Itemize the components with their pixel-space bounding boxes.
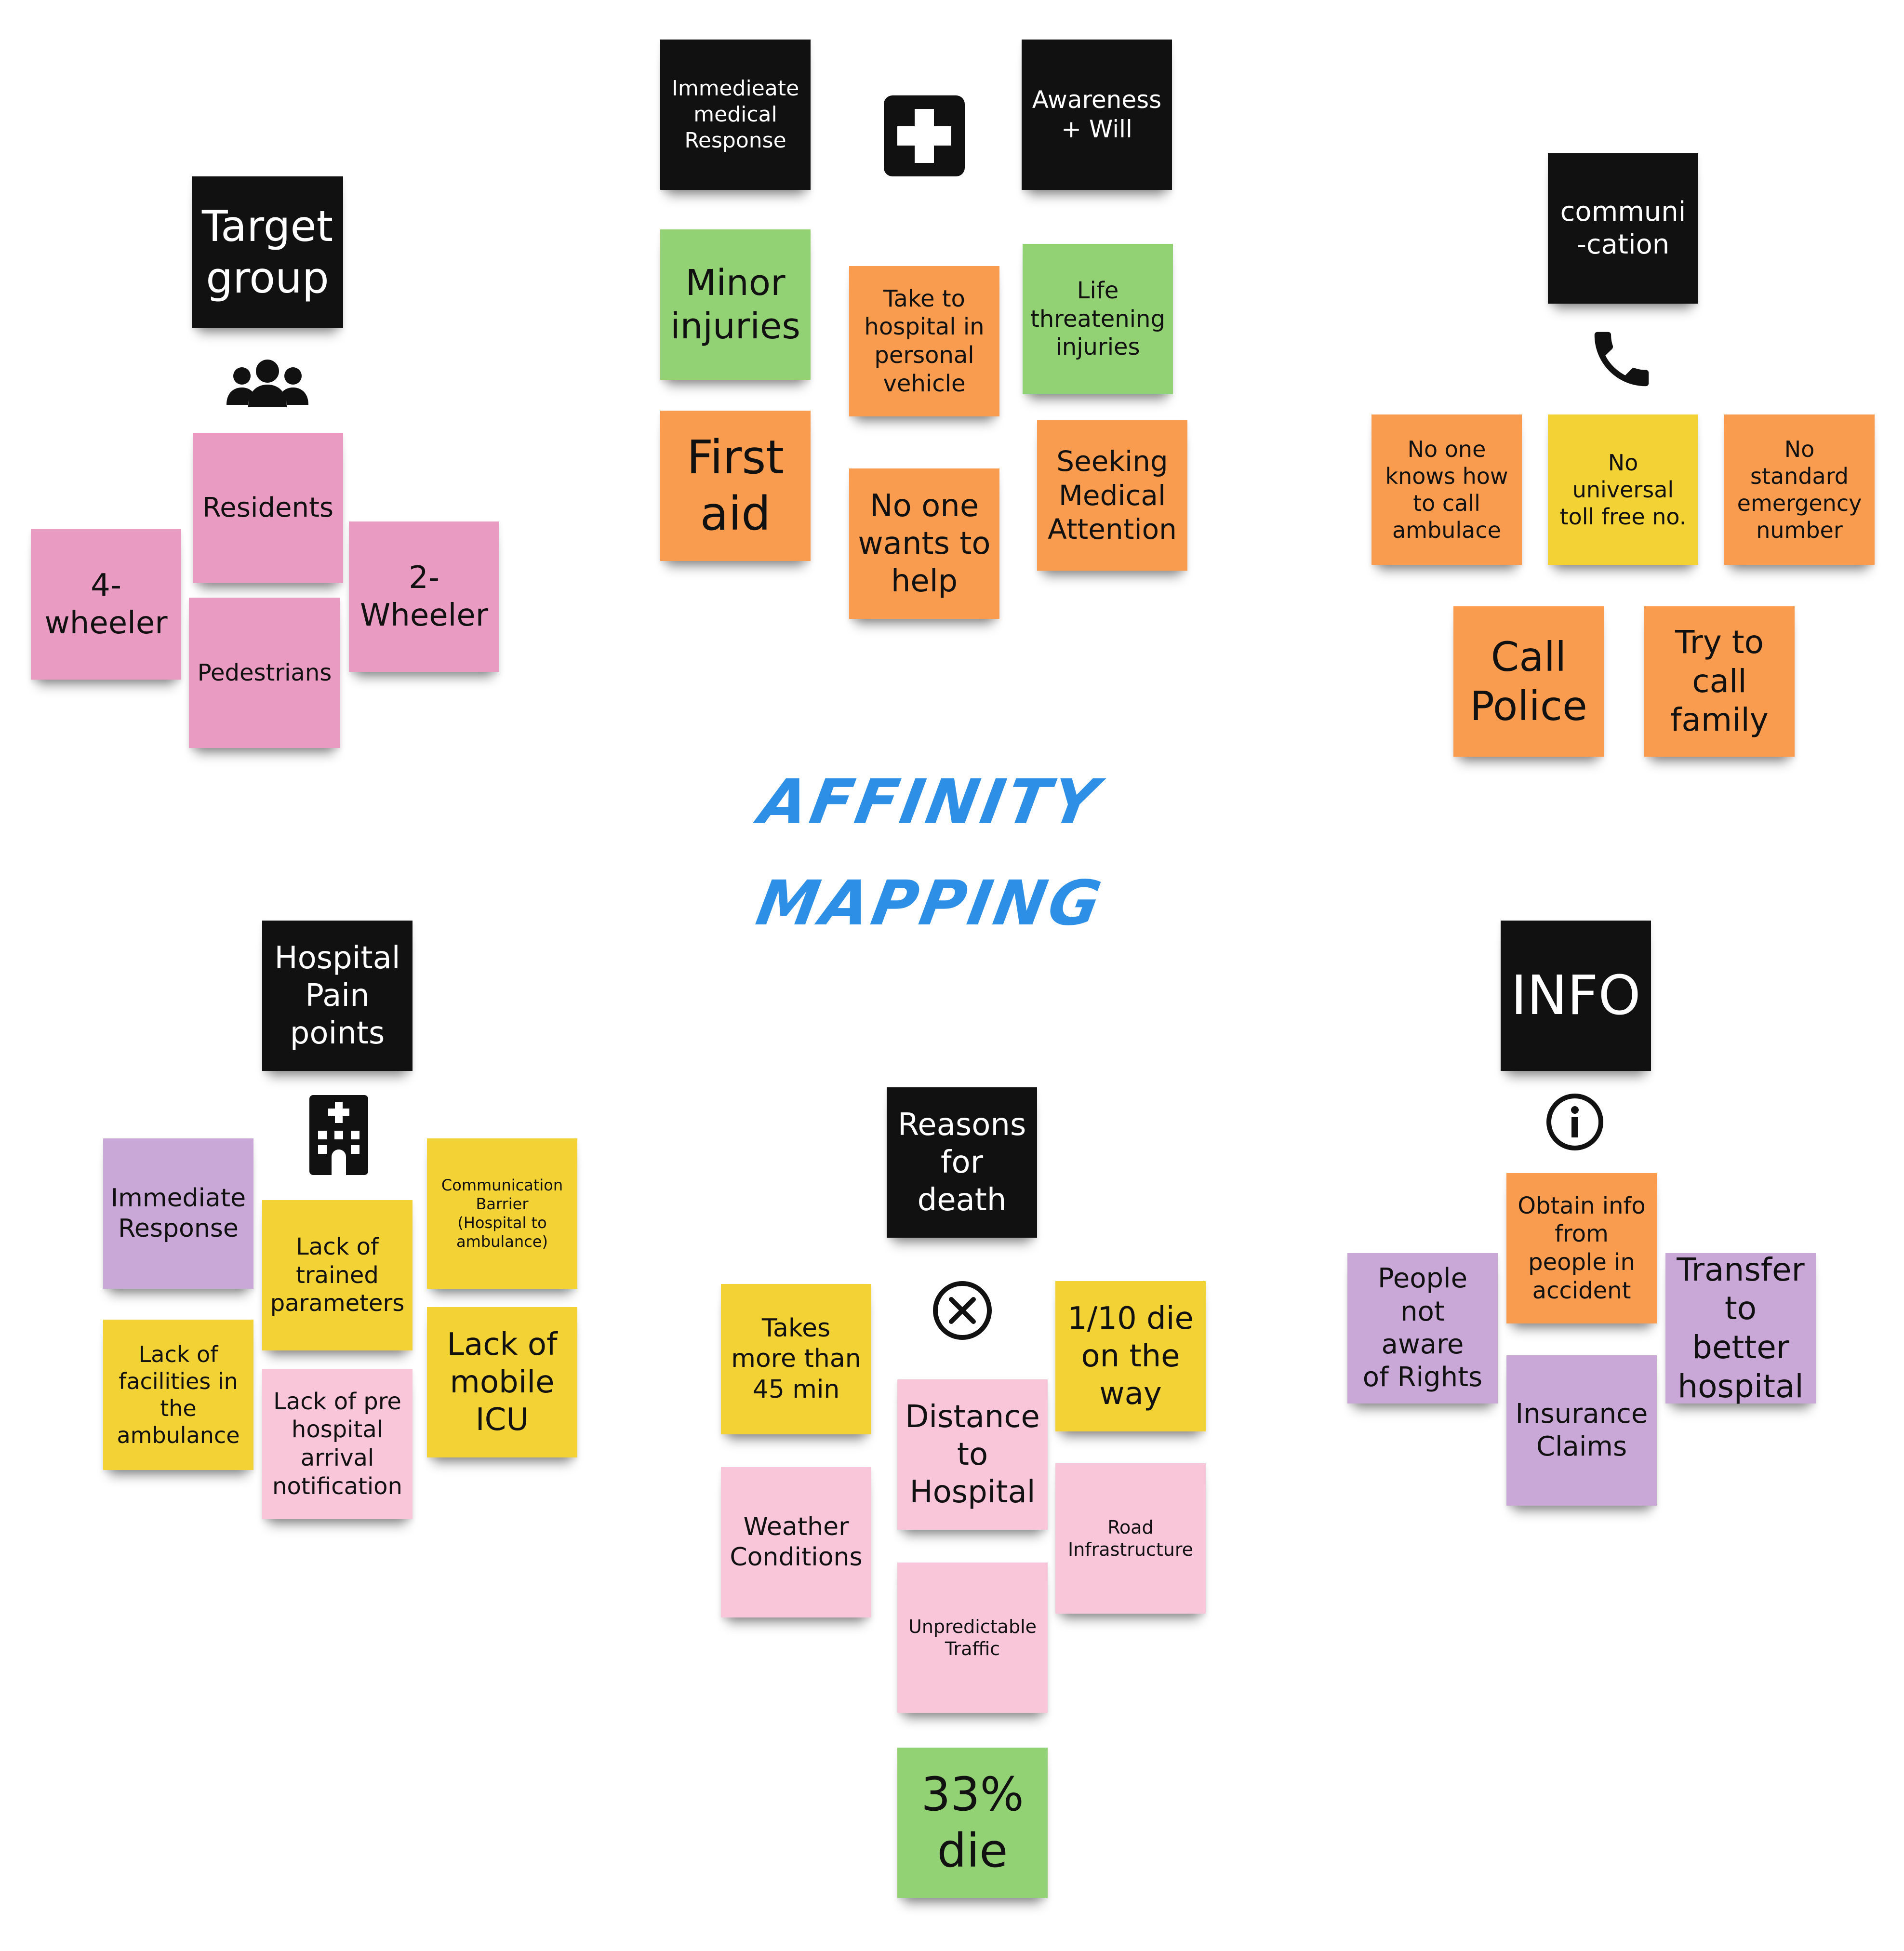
note-try-to-call-family: Try to call family — [1644, 606, 1795, 757]
note-one-tenth-die-on-the-way: 1/10 die on the way — [1055, 1281, 1206, 1431]
note-people-not-aware-of-rights: People not aware of Rights — [1347, 1253, 1498, 1403]
note-first-aid: First aid — [660, 411, 811, 561]
immediate-medical-response-header: Immedieate medical Response — [660, 40, 811, 190]
note-transfer-to-better-hospital: Transfer to better hospital — [1665, 1251, 1816, 1405]
note-weather-conditions: Weather Conditions — [721, 1467, 871, 1617]
phone-icon — [1594, 332, 1649, 387]
note-unpredictable-traffic: Unpredictable Traffic — [897, 1563, 1048, 1713]
note-immediate-response: Immediate Response — [103, 1138, 253, 1289]
note-seeking-medical-attention: Seeking Medical Attention — [1037, 420, 1187, 571]
note-take-to-hospital: Take to hospital in personal vehicle — [849, 266, 999, 416]
note-no-universal-toll-free: No universal toll free no. — [1548, 414, 1698, 565]
awareness-will-header: Awareness + Will — [1022, 40, 1172, 190]
note-residents: Residents — [193, 433, 343, 583]
medical-cross-icon — [884, 95, 965, 176]
note-distance-to-hospital: Distance to Hospital — [897, 1379, 1048, 1530]
note-4-wheeler: 4- wheeler — [31, 529, 181, 680]
note-no-one-wants-to-help: No one wants to help — [849, 468, 999, 619]
title-line-2: MAPPING — [751, 868, 1109, 939]
note-no-one-knows-how: No one knows how to call ambulace — [1371, 414, 1522, 565]
note-pedestrians: Pedestrians — [189, 598, 340, 748]
note-lack-of-trained-parameters: Lack of trained parameters — [262, 1200, 413, 1350]
info-header: INFO — [1501, 921, 1651, 1071]
note-insurance-claims: Insurance Claims — [1506, 1355, 1657, 1506]
note-communication-barrier: Communication Barrier (Hospital to ambul… — [427, 1138, 577, 1289]
target-group-header: Target group — [192, 176, 343, 328]
note-lack-of-mobile-icu: Lack of mobile ICU — [427, 1307, 577, 1457]
note-33-percent-die: 33% die — [897, 1748, 1048, 1898]
note-no-standard-emergency: No standard emergency number — [1724, 414, 1875, 565]
note-minor-injuries: Minor injuries — [660, 229, 811, 380]
note-takes-more-than-45-min: Takes more than 45 min — [721, 1284, 871, 1434]
communication-header: communi -cation — [1548, 153, 1698, 304]
note-lack-of-pre-hospital: Lack of pre hospital arrival notificatio… — [262, 1369, 413, 1519]
note-2-wheeler: 2- Wheeler — [349, 521, 499, 672]
note-lack-of-facilities: Lack of facilities in the ambulance — [103, 1320, 253, 1470]
note-road-infrastructure: Road Infrastructure — [1055, 1463, 1206, 1614]
reasons-for-death-header: Reasons for death — [887, 1087, 1037, 1238]
note-obtain-info: Obtain info from people in accident — [1506, 1173, 1657, 1323]
group-icon — [226, 360, 308, 407]
title-line-1: AFFINITY — [754, 766, 1106, 838]
note-call-police: Call Police — [1453, 606, 1604, 757]
note-life-threatening: Life threatening injuries — [1023, 244, 1173, 394]
circle-x-icon — [933, 1281, 992, 1340]
hospital-pain-points-header: Hospital Pain points — [262, 921, 413, 1071]
hospital-building-icon — [309, 1095, 368, 1175]
info-icon — [1546, 1094, 1603, 1150]
